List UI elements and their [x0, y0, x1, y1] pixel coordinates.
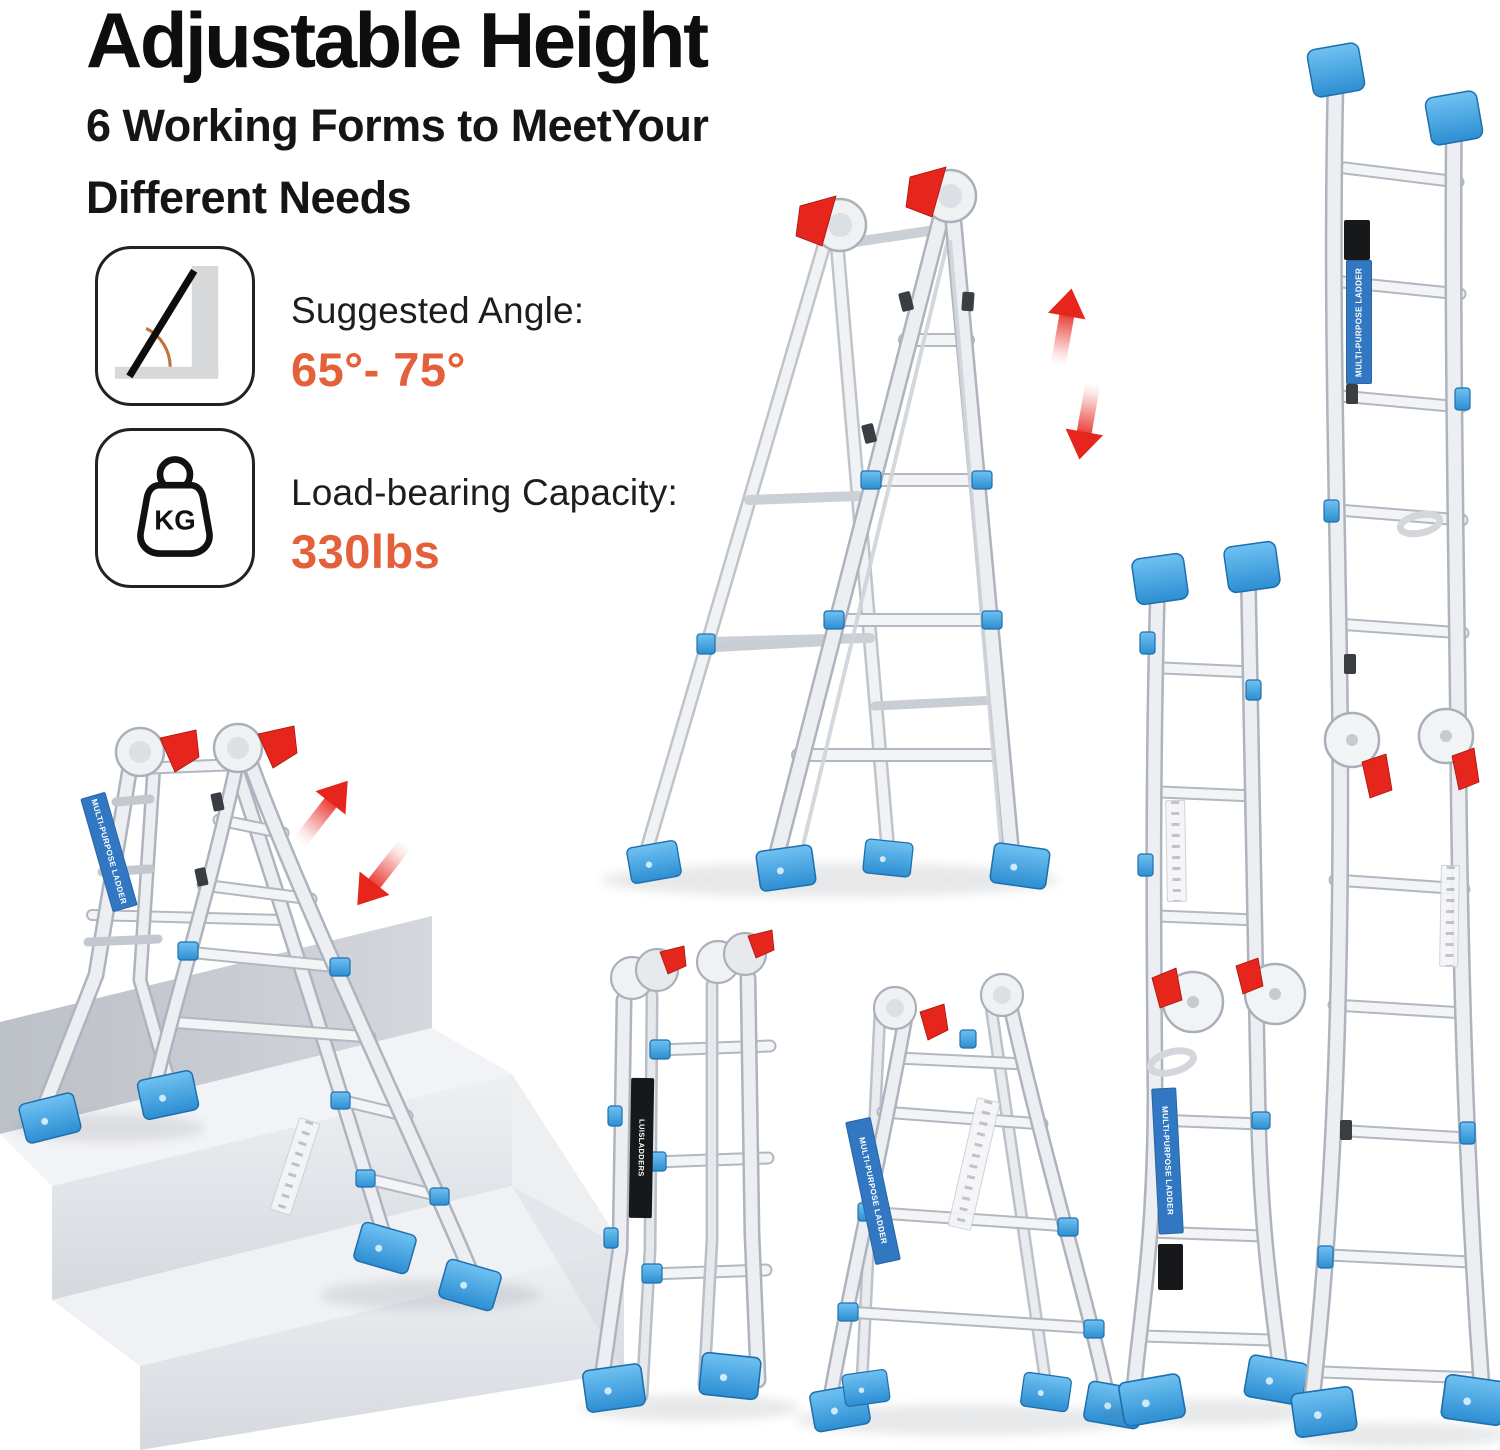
- capacity-value: 330lbs: [291, 525, 441, 578]
- ladder-form-stairs-straddle: [15, 722, 540, 1313]
- subtitle-line-1: 6 Working Forms to MeetYour: [86, 100, 709, 152]
- ladder-form-fully-extended: [1289, 42, 1500, 1447]
- warning-sticker: [1165, 799, 1187, 903]
- page-title: Adjustable Height: [86, 0, 709, 84]
- feature-suggested-angle: Suggested Angle: 65°- 75°: [95, 246, 584, 406]
- ladder-form-a-frame: [600, 166, 1060, 897]
- header: Adjustable Height 6 Working Forms to Mee…: [86, 0, 709, 224]
- angle-label: Suggested Angle:: [291, 290, 585, 331]
- rail-sticker-brand: LUISLADDERS: [628, 1077, 655, 1219]
- ladder-form-folded: [580, 929, 800, 1421]
- angle-icon: [95, 246, 255, 406]
- weight-kg-icon: KG: [95, 428, 255, 588]
- warning-sticker: [1439, 864, 1460, 968]
- ladder-form-half-extended: [1100, 540, 1320, 1428]
- angle-value: 65°- 75°: [291, 343, 466, 396]
- capacity-label: Load-bearing Capacity:: [291, 472, 678, 513]
- feature-load-capacity: KG Load-bearing Capacity: 330lbs: [95, 428, 678, 588]
- height-adjust-arrows-a-frame: [1039, 285, 1112, 463]
- subtitle-line-2: Different Needs: [86, 172, 412, 224]
- kg-badge: KG: [154, 505, 195, 536]
- rail-sticker-multi-purpose-fully-extended: MULTI-PURPOSE LADDER: [1346, 260, 1372, 384]
